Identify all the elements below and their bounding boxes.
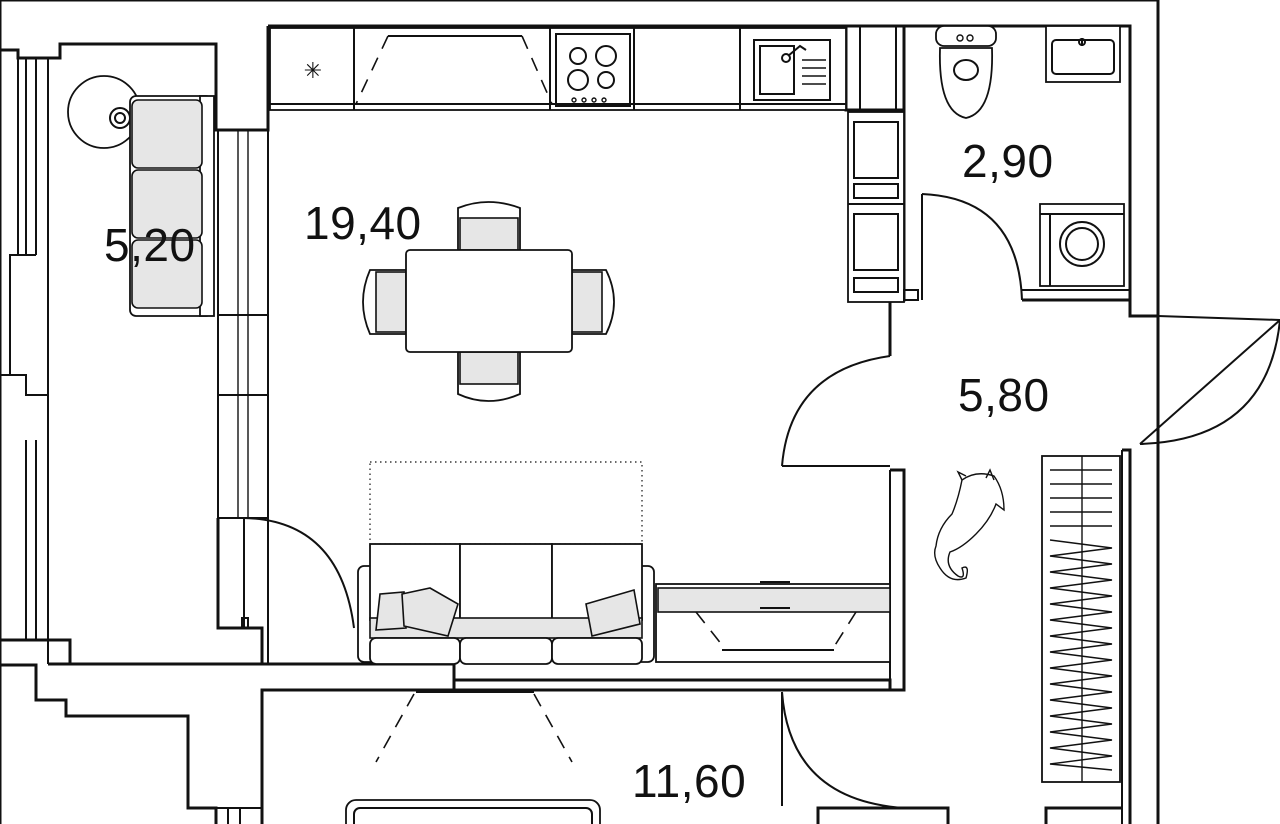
bathroom-area-label: 2,90 bbox=[962, 135, 1054, 187]
wardrobe bbox=[1041, 455, 1121, 783]
bedroom-area-label: 11,60 bbox=[632, 755, 747, 807]
cat-icon bbox=[933, 468, 1005, 581]
hallway-area-label: 5,80 bbox=[958, 369, 1050, 421]
balcony-furniture bbox=[67, 75, 215, 317]
dining-set bbox=[362, 201, 615, 402]
tv-unit bbox=[655, 581, 891, 663]
kitchen-living-area-label: 19,40 bbox=[304, 197, 422, 249]
balcony-area-label: 5,20 bbox=[104, 219, 196, 271]
bathroom-fixtures bbox=[935, 25, 1125, 287]
walls bbox=[0, 0, 1160, 824]
kitchen-counter bbox=[269, 27, 919, 303]
freezer-symbol-icon: ✳ bbox=[304, 59, 322, 84]
doors bbox=[241, 193, 1280, 809]
bedroom-furniture bbox=[345, 691, 601, 824]
sofa bbox=[357, 461, 655, 665]
